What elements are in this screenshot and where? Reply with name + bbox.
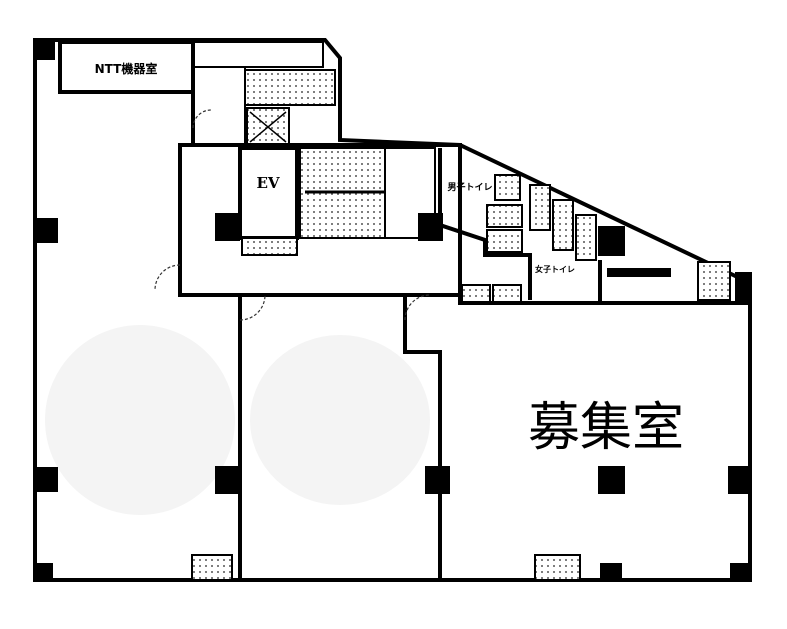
core [178,143,462,297]
elevator-label: EV [256,174,279,192]
shaft [697,261,731,301]
stair-upper [244,69,336,106]
toilet-booth [552,199,574,251]
column [33,563,53,582]
wall [458,260,602,305]
column [728,466,750,494]
shaft [492,284,522,304]
faint-circle [45,325,235,515]
ntt-room-label: NTT機器室 [95,61,158,76]
toilet-wall [438,148,532,300]
column [735,272,752,302]
column [425,466,450,494]
door [239,294,266,321]
mens-toilet-label: 男子トイレ [447,182,492,193]
shaft [461,284,491,304]
column [33,218,58,243]
womens-toilet-label: 女子トイレ [535,264,575,274]
elevator [238,146,299,240]
shaft [384,147,436,239]
toilet-booth [486,204,523,228]
shaft [534,554,581,581]
column [33,38,55,60]
door [154,264,181,291]
toilet-booth [486,229,523,253]
vacancy-room-label: 募集室 [528,398,684,458]
toilet-booth [494,174,521,201]
column [215,213,240,241]
door [404,294,431,321]
columns [33,38,752,582]
room-label-bar [607,268,671,277]
toilet-booth [575,214,597,261]
column [215,466,240,494]
column [33,467,58,492]
shaft [192,41,324,68]
elevator-pit [241,237,298,256]
column [598,226,625,256]
column [418,213,443,241]
column [598,466,625,494]
toilet-booth [529,184,551,231]
door [192,109,212,129]
column [730,563,752,582]
shaft [191,554,233,581]
column [600,563,622,582]
faint-circle [250,335,430,505]
